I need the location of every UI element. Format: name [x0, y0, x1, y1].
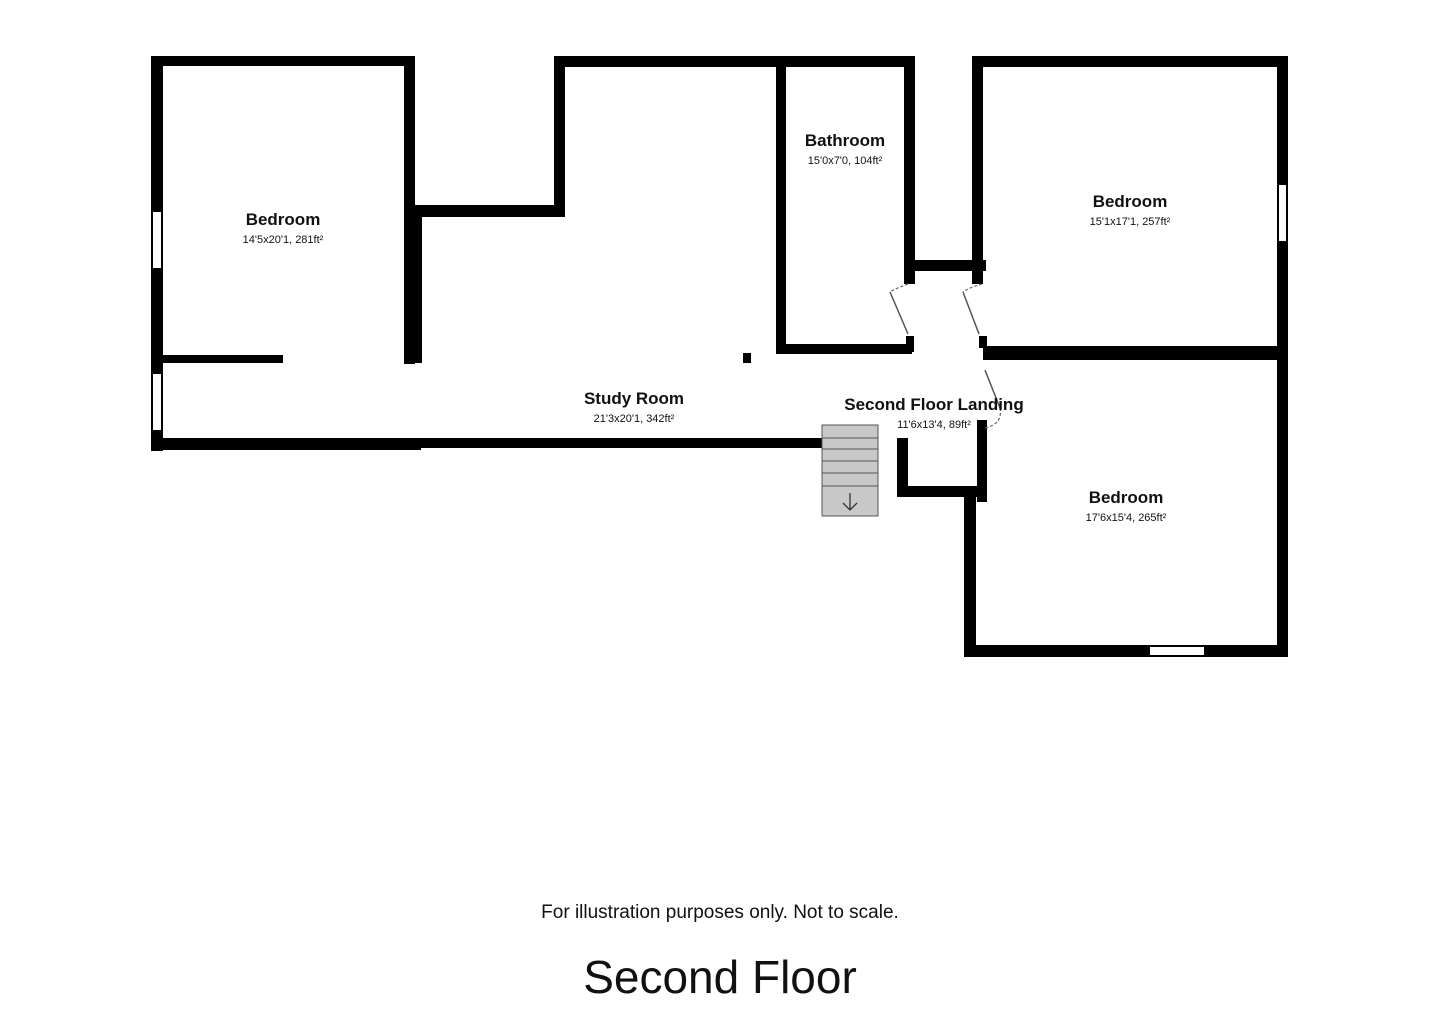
- wall: [897, 438, 908, 497]
- wall: [776, 344, 912, 354]
- wall: [977, 420, 987, 502]
- door-leaf: [962, 291, 980, 335]
- wall: [964, 645, 1288, 657]
- window: [153, 374, 161, 430]
- room-name: Bedroom: [1093, 192, 1168, 211]
- floor-title: Second Floor: [583, 951, 857, 1003]
- stair-step: [821, 424, 879, 439]
- wall: [415, 205, 565, 217]
- room-dimensions: 17'6x15'4, 265ft²: [1086, 512, 1167, 524]
- door-swing: [889, 283, 909, 293]
- room-label-bedroom-3: Bedroom 17'6x15'4, 265ft²: [1086, 488, 1167, 524]
- wall: [897, 486, 985, 497]
- room-dimensions: 21'3x20'1, 342ft²: [594, 413, 675, 425]
- door-swing: [984, 407, 1002, 429]
- disclaimer-text: For illustration purposes only. Not to s…: [541, 902, 899, 923]
- room-dimensions: 11'6x13'4, 89ft²: [897, 419, 971, 431]
- door-leaf: [984, 369, 1001, 409]
- wall: [972, 56, 983, 284]
- wall: [983, 346, 1288, 360]
- wall: [412, 205, 422, 363]
- room-name: Second Floor Landing: [844, 395, 1023, 414]
- room-name: Bedroom: [1089, 488, 1164, 507]
- wall: [904, 260, 986, 271]
- stair-step: [821, 460, 879, 474]
- wall: [404, 56, 415, 364]
- wall: [554, 56, 565, 217]
- wall: [776, 56, 786, 354]
- room-dimensions: 15'0x7'0, 104ft²: [808, 155, 883, 167]
- walls: [151, 56, 1288, 657]
- wall: [979, 336, 987, 348]
- wall: [1277, 346, 1288, 657]
- door-swing: [962, 283, 983, 293]
- door-leaf: [889, 291, 909, 335]
- window: [1279, 185, 1286, 241]
- wall: [554, 56, 914, 67]
- window: [153, 212, 161, 268]
- windows: [153, 185, 1286, 655]
- stair-step: [821, 448, 879, 462]
- room-label-bedroom-2: Bedroom 15'1x17'1, 257ft²: [1090, 192, 1171, 228]
- room-dimensions: 15'1x17'1, 257ft²: [1090, 216, 1171, 228]
- arrow-down-icon: [842, 493, 858, 511]
- wall: [964, 497, 976, 657]
- doors: [889, 283, 1002, 429]
- wall: [904, 56, 915, 284]
- wall: [415, 438, 825, 448]
- room-labels: Bedroom 14'5x20'1, 281ft² Study Room 21'…: [243, 131, 1171, 524]
- stair-step: [821, 472, 879, 487]
- staircase: [821, 424, 879, 517]
- wall: [972, 56, 1288, 67]
- room-label-study-room: Study Room 21'3x20'1, 342ft²: [584, 389, 684, 425]
- wall: [743, 353, 751, 363]
- window: [1150, 647, 1204, 655]
- wall: [151, 56, 415, 66]
- room-label-bathroom: Bathroom 15'0x7'0, 104ft²: [805, 131, 885, 167]
- room-label-bedroom-1: Bedroom 14'5x20'1, 281ft²: [243, 210, 324, 246]
- room-name: Bathroom: [805, 131, 885, 150]
- stair-step: [821, 437, 879, 450]
- room-label-second-floor-landing: Second Floor Landing 11'6x13'4, 89ft²: [844, 395, 1023, 431]
- wall: [906, 336, 914, 352]
- room-name: Study Room: [584, 389, 684, 408]
- wall: [151, 438, 421, 450]
- room-dimensions: 14'5x20'1, 281ft²: [243, 234, 324, 246]
- room-name: Bedroom: [246, 210, 321, 229]
- wall: [163, 355, 283, 363]
